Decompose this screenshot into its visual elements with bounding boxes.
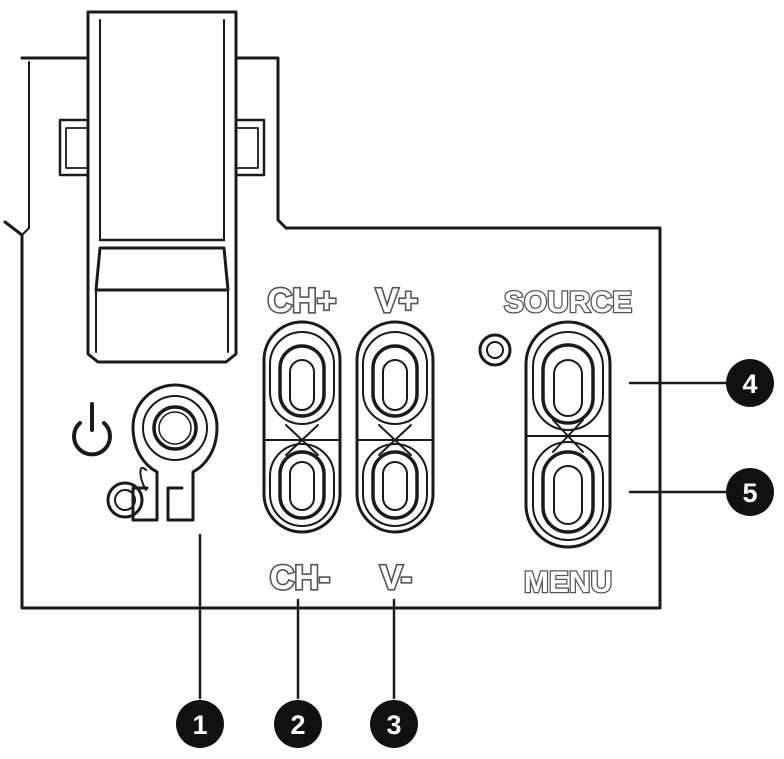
power-button[interactable]	[131, 383, 219, 522]
mounting-bracket	[58, 10, 266, 364]
callout-5: 5	[726, 468, 774, 516]
panel-inner-edge	[21, 61, 30, 236]
source-indicator-light-icon	[478, 333, 512, 367]
callout-number: 4	[742, 369, 757, 399]
power-icon	[72, 402, 112, 457]
volume-rocker-button[interactable]	[355, 320, 435, 534]
label-ch-minus: CH-	[270, 559, 330, 597]
source-menu-rocker-button[interactable]	[524, 320, 612, 549]
label-v-plus: V+	[376, 282, 419, 320]
label-v-minus: V-	[380, 559, 412, 597]
callout-number: 5	[742, 478, 757, 508]
callout-number: 3	[386, 710, 401, 740]
indicator-light-icon	[106, 481, 144, 519]
label-menu: MENU	[524, 566, 612, 599]
panel-outline	[3, 56, 662, 610]
callout-number: 2	[290, 710, 305, 740]
label-source: SOURCE	[504, 286, 632, 319]
callout-3: 3	[370, 700, 418, 748]
callout-1: 1	[176, 700, 224, 748]
callout-2: 2	[274, 700, 322, 748]
label-ch-plus: CH+	[268, 282, 337, 320]
callout-4: 4	[726, 359, 774, 407]
channel-rocker-button[interactable]	[262, 320, 342, 534]
callout-number: 1	[192, 710, 207, 740]
